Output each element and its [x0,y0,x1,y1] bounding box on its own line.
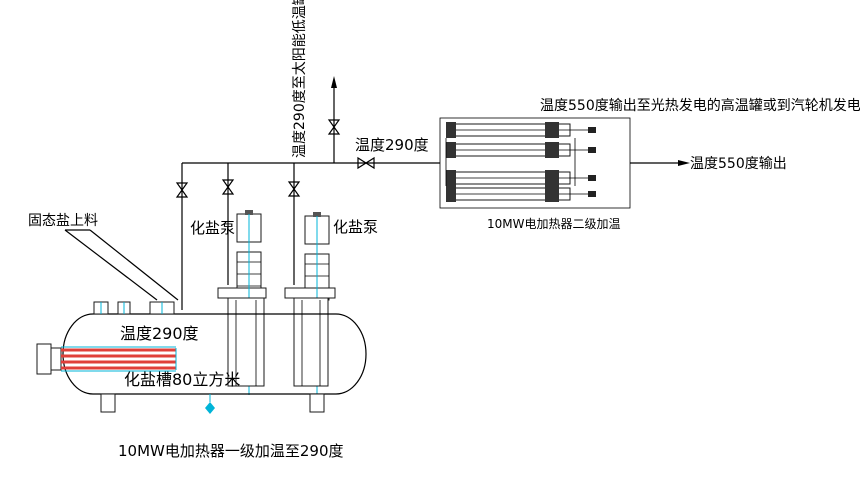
pipe-temp-label: 温度290度 [355,136,429,154]
top-right-note: 温度550度输出至光热发电的高温罐或到汽轮机发电。 [540,97,860,114]
heater-stage-2 [439,117,631,209]
valve-main-horizontal[interactable] [357,156,375,170]
output-label: 温度550度输出 [690,156,787,172]
output-arrow-icon [678,160,690,166]
riser-arrow-icon [331,76,337,88]
pump-right [284,212,336,395]
drain-valve-icon [205,402,215,414]
heater-stage-1-bundle [36,343,177,375]
heater-1-label: 10MW电加热器一级加温至290度 [118,442,344,460]
pump-right-label: 化盐泵 [333,218,378,236]
pump-left [217,210,267,395]
heater-tube-row-3 [446,170,596,186]
heater-2-label: 10MW电加热器二级加温 [487,217,621,231]
valve-left[interactable] [175,182,189,198]
solid-salt-label: 固态盐上料 [28,213,98,229]
tank-volume-label: 化盐槽80立方米 [124,370,240,389]
heater-tube-row-2 [446,142,596,158]
valve-pump-left[interactable] [221,179,235,195]
heater-tube-row-1 [446,122,596,138]
heater-tube-row-4 [446,186,596,202]
valve-riser[interactable] [327,119,341,135]
salt-tank [62,301,367,414]
solid-salt-feeder [64,229,179,301]
pump-left-label: 化盐泵 [190,219,235,237]
tank-temp-label: 温度290度 [120,324,199,343]
valve-pump-right[interactable] [287,181,301,197]
vertical-note: 温度290度至太阳能低温罐 [292,0,308,158]
